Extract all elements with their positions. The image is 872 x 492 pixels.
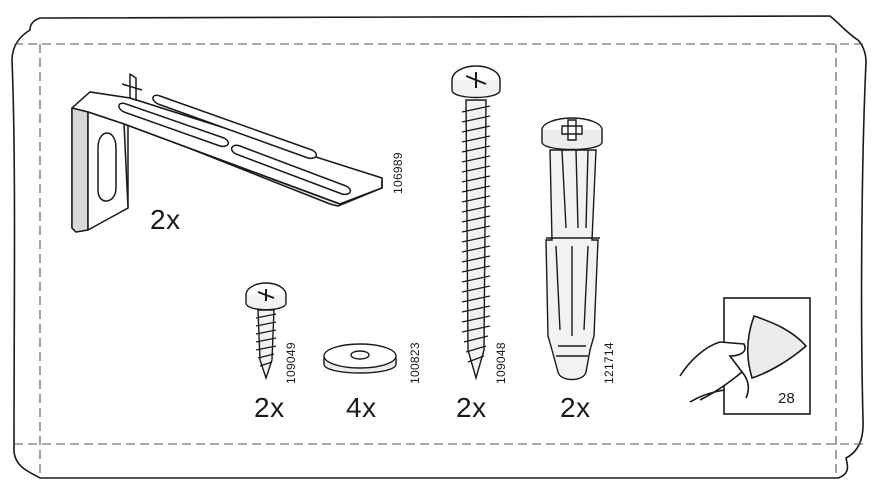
wall-plug-quantity: 2x: [560, 392, 591, 423]
washer-article-number: 100823: [408, 342, 422, 384]
bag-outline: [11, 15, 867, 479]
bracket-icon: [71, 73, 383, 233]
washer-quantity: 4x: [346, 392, 377, 423]
short-screw-icon: [245, 282, 287, 381]
short-screw-article-number: 109049: [284, 342, 298, 384]
page-number: 28: [778, 390, 795, 407]
washer-icon: [323, 343, 397, 374]
bracket-article-number: 106989: [391, 152, 405, 194]
long-screw-article-number: 109048: [494, 342, 508, 384]
hand-turning-page-icon: [679, 297, 811, 415]
wall-plug-article-number: 121714: [602, 342, 616, 384]
short-screw-quantity: 2x: [254, 392, 285, 423]
dashed-seal-lines: [14, 43, 866, 478]
long-screw-icon: [451, 65, 501, 381]
bracket-quantity: 2x: [150, 204, 181, 235]
wall-plug-icon: [541, 117, 603, 381]
long-screw-quantity: 2x: [456, 392, 487, 423]
